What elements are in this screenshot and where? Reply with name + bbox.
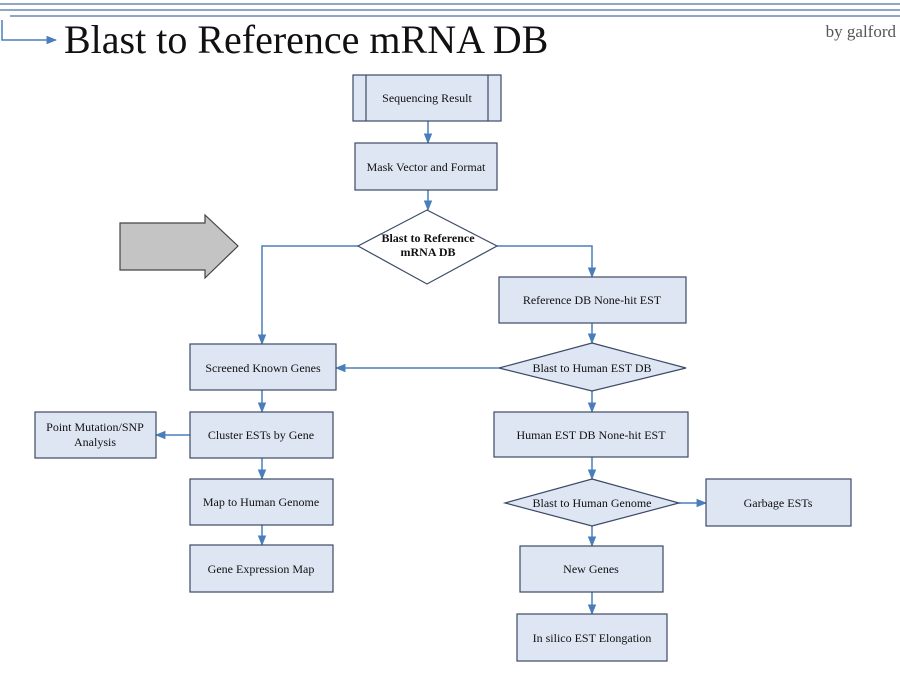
header-rule-3 [10, 15, 900, 17]
node-blast-human-genome: Blast to Human Genome [502, 478, 682, 527]
node-reference-none-hit-label: Reference DB None-hit EST [523, 293, 662, 307]
node-blast-human-est-label: Blast to Human EST DB [532, 361, 651, 375]
node-garbage-ests: Garbage ESTs [705, 478, 852, 527]
big-pointer-arrow-icon [119, 213, 239, 280]
node-gene-expression-label: Gene Expression Map [208, 562, 315, 576]
node-blast-reference-label-2: mRNA DB [400, 245, 455, 259]
node-human-est-none-hit-label: Human EST DB None-hit EST [516, 428, 666, 442]
node-sequencing-result-label: Sequencing Result [382, 91, 472, 105]
node-blast-reference: Blast to Reference mRNA DB [356, 209, 499, 285]
node-mask-vector-label: Mask Vector and Format [367, 160, 486, 174]
node-new-genes-label: New Genes [563, 562, 619, 576]
node-point-mutation-label-1: Point Mutation/SNP [46, 420, 144, 434]
node-map-genome: Map to Human Genome [189, 478, 334, 526]
node-screened-known: Screened Known Genes [189, 343, 337, 391]
node-point-mutation-label-2: Analysis [74, 435, 116, 449]
node-gene-expression: Gene Expression Map [189, 544, 334, 593]
node-sequencing-result: Sequencing Result [352, 74, 502, 122]
node-reference-none-hit: Reference DB None-hit EST [498, 276, 687, 324]
page-title: Blast to Reference mRNA DB [64, 17, 549, 62]
node-blast-reference-label-1: Blast to Reference [381, 231, 475, 245]
node-in-silico-label: In silico EST Elongation [533, 631, 652, 645]
node-blast-human-genome-label: Blast to Human Genome [533, 496, 652, 510]
node-in-silico: In silico EST Elongation [516, 613, 668, 662]
node-screened-known-label: Screened Known Genes [205, 361, 321, 375]
node-cluster-ests-label: Cluster ESTs by Gene [208, 428, 314, 442]
header-rule-1 [0, 3, 900, 5]
node-map-genome-label: Map to Human Genome [203, 495, 319, 509]
node-human-est-none-hit: Human EST DB None-hit EST [493, 411, 689, 458]
node-cluster-ests: Cluster ESTs by Gene [189, 411, 334, 459]
node-point-mutation: Point Mutation/SNP Analysis [34, 411, 157, 459]
node-garbage-ests-label: Garbage ESTs [744, 496, 813, 510]
author-byline: by galford [825, 22, 896, 41]
header-rule-2 [0, 9, 900, 11]
title-pointer-arrow [1, 20, 58, 45]
node-blast-human-est: Blast to Human EST DB [498, 342, 687, 392]
node-mask-vector: Mask Vector and Format [354, 142, 498, 191]
node-new-genes: New Genes [519, 545, 664, 593]
connector-blast-screened [257, 245, 358, 346]
connector-blast-refnonehit [497, 245, 597, 279]
